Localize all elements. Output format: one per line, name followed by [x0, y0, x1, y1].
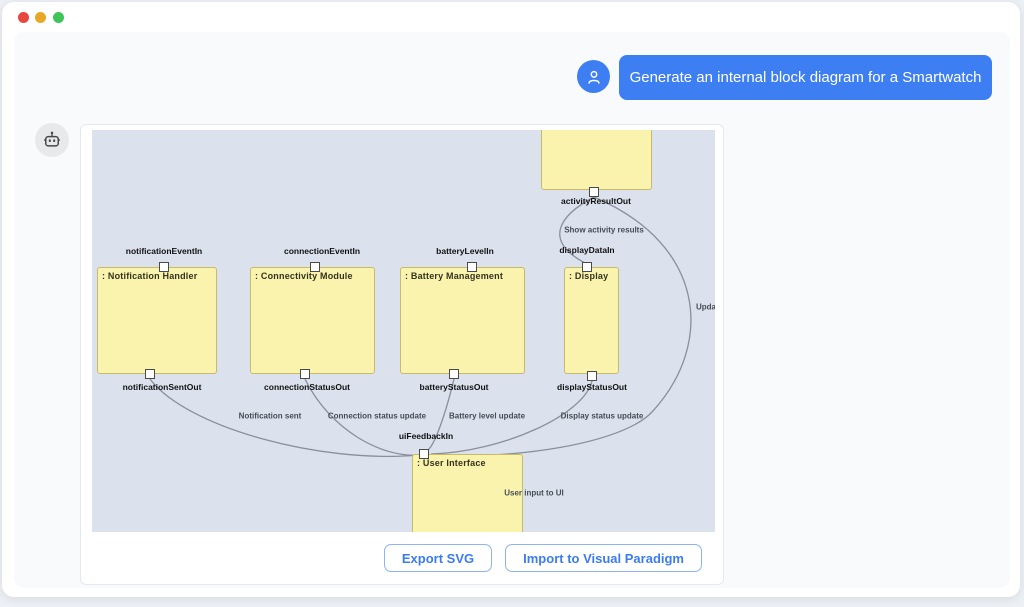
import-visual-paradigm-button[interactable]: Import to Visual Paradigm — [505, 544, 702, 572]
port-label: notificationSentOut — [122, 382, 202, 392]
port-square — [582, 262, 592, 272]
titlebar — [2, 2, 1020, 32]
chat-panel: Generate an internal block diagram for a… — [14, 32, 1010, 588]
connector-connectivity-to-ui — [304, 378, 420, 456]
user-avatar — [577, 60, 610, 93]
port-square — [449, 369, 459, 379]
port-square — [589, 187, 599, 197]
user-message-bubble: Generate an internal block diagram for a… — [619, 55, 992, 100]
connector-display-to-ui — [430, 380, 593, 455]
minimize-window-icon[interactable] — [35, 12, 46, 23]
port-label: connectionEventIn — [283, 246, 361, 256]
port-label: displayStatusOut — [557, 382, 627, 392]
connection-label: Upda — [696, 302, 715, 312]
maximize-window-icon[interactable] — [53, 12, 64, 23]
connector-activity-to-display — [559, 196, 595, 264]
connector-activity-to-ui — [429, 196, 692, 457]
port-square — [419, 449, 429, 459]
connection-label: Display status update — [560, 411, 644, 421]
diagram-canvas: : Notification Handler : Connectivity Mod… — [92, 130, 715, 532]
port-label: activityResultOut — [561, 196, 631, 206]
close-window-icon[interactable] — [18, 12, 29, 23]
user-icon — [587, 70, 600, 84]
app-window: Generate an internal block diagram for a… — [2, 2, 1020, 597]
port-square — [300, 369, 310, 379]
diagram-actions: Export SVG Import to Visual Paradigm — [383, 544, 702, 572]
connection-label: Battery level update — [448, 411, 526, 421]
connection-label: Connection status update — [327, 411, 427, 421]
connection-label: Show activity results — [564, 225, 644, 235]
port-square — [587, 371, 597, 381]
connector-battery-to-ui — [427, 378, 455, 451]
block-connectivity-module: : Connectivity Module — [250, 267, 375, 374]
block-activity-tracker — [541, 130, 652, 190]
block-battery-management: : Battery Management — [400, 267, 525, 374]
port-square — [159, 262, 169, 272]
diagram-card: : Notification Handler : Connectivity Mod… — [80, 124, 724, 585]
port-label: displayDataIn — [559, 245, 615, 255]
connector-notification-to-ui — [149, 378, 420, 458]
connection-label: User input to UI — [504, 488, 564, 498]
connection-label: Notification sent — [238, 411, 302, 421]
port-square — [310, 262, 320, 272]
port-square — [467, 262, 477, 272]
bot-avatar — [35, 123, 69, 157]
port-label: batteryLevelIn — [436, 246, 494, 256]
user-message-text: Generate an internal block diagram for a… — [629, 69, 982, 86]
block-notification-handler: : Notification Handler — [97, 267, 217, 374]
block-user-interface: : User Interface — [412, 454, 523, 532]
port-label: batteryStatusOut — [419, 382, 489, 392]
port-label: uiFeedbackIn — [398, 431, 454, 441]
export-svg-button[interactable]: Export SVG — [383, 544, 493, 572]
robot-icon — [44, 131, 60, 147]
block-display: : Display — [564, 267, 619, 374]
port-label: connectionStatusOut — [264, 382, 350, 392]
port-square — [145, 369, 155, 379]
port-label: notificationEventIn — [125, 246, 203, 256]
